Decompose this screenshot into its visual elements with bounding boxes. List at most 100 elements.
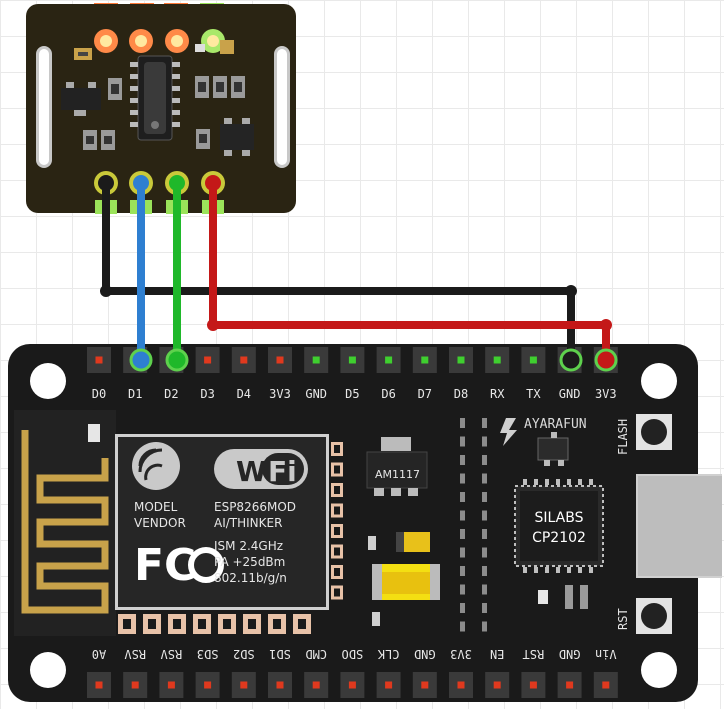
bottom-pin-label: RST	[523, 647, 545, 661]
mount-hole	[641, 363, 677, 399]
top-pin-label: GND	[559, 387, 581, 401]
module-text-5: 802.11b/g/n	[214, 571, 287, 585]
module-text-2: AI/THINKER	[214, 516, 282, 530]
nodemcu-board: FC	[8, 344, 722, 702]
bottom-pin-label: CLK	[377, 647, 399, 661]
top-pin-label: D6	[381, 387, 395, 401]
top-pin-label: D4	[237, 387, 251, 401]
sensor-top-holes	[94, 29, 225, 53]
wire-joint	[600, 319, 612, 331]
bottom-pin-label: SD1	[269, 647, 291, 661]
wire-3v3	[209, 179, 610, 364]
header-pin-dot	[602, 681, 610, 689]
bottom-pin-label: RSV	[124, 647, 146, 661]
bottom-pin-label: GND	[414, 647, 436, 661]
header-pin-dot	[348, 356, 356, 364]
fcc-logo: FC	[134, 540, 196, 591]
regulator-label: AM1117	[375, 468, 420, 481]
top-pin-label: D7	[418, 387, 432, 401]
wifi-logo-fi: Fi	[268, 455, 297, 488]
smd-pads	[460, 418, 593, 632]
bottom-header	[87, 672, 618, 698]
bottom-pin-label: SD2	[233, 647, 255, 661]
rst-label: RST	[616, 608, 630, 630]
regulator-tab	[381, 437, 411, 451]
bottom-pin-label: RSV	[161, 647, 183, 661]
wire-joint	[565, 285, 577, 297]
header-pin-dot	[529, 356, 537, 364]
header-pin-dot	[167, 681, 175, 689]
lightning-icon	[500, 418, 517, 446]
usb-chip-label-2: CP2102	[532, 530, 586, 546]
header-pin-dot	[276, 681, 284, 689]
header-pin-dot	[421, 356, 429, 364]
mount-hole	[641, 652, 677, 688]
wires	[98, 175, 618, 372]
header-pin-dot	[276, 356, 284, 364]
header-pin-dot	[204, 356, 212, 364]
bottom-pin-label: SDO	[342, 647, 364, 661]
top-pin-label: 3V3	[269, 387, 291, 401]
header-pin-dot	[95, 681, 103, 689]
bottom-pin-label: 3V3	[450, 647, 472, 661]
top-pin-label: D5	[345, 387, 359, 401]
module-text-4: PA +25dBm	[214, 555, 285, 569]
header-pin-dot	[529, 681, 537, 689]
module-model-label: MODEL	[134, 500, 178, 514]
top-pin-label: 3V3	[595, 387, 617, 401]
bottom-pin-label: SD3	[197, 647, 219, 661]
wire-joint	[100, 285, 112, 297]
module-text-3: ISM 2.4GHz	[214, 539, 283, 553]
rst-button[interactable]	[636, 598, 672, 634]
header-pin-dot	[566, 681, 574, 689]
header-pin-dot	[312, 356, 320, 364]
antenna-trace	[21, 430, 109, 614]
header-pin-dot	[95, 356, 103, 364]
module-text-1: ESP8266MOD	[214, 500, 296, 514]
header-pin-dot	[493, 356, 501, 364]
header-pin-dot	[312, 681, 320, 689]
wifi-logo-wi: Wi	[236, 455, 276, 488]
header-pin-dot	[421, 681, 429, 689]
top-pin-label: D3	[200, 387, 214, 401]
board-pcb	[8, 344, 698, 702]
header-pin-dot	[240, 681, 248, 689]
module-pads	[118, 442, 343, 634]
esp-module: FC	[115, 434, 329, 610]
bottom-pin-label: EN	[490, 647, 504, 661]
header-pin-dot	[493, 681, 501, 689]
mount-hole	[30, 363, 66, 399]
usb-chip-label-1: SILABS	[535, 510, 584, 526]
bottom-pin-label: Vin	[595, 647, 617, 661]
header-pin-dot	[131, 681, 139, 689]
sensor-components	[61, 40, 254, 156]
top-pin-label: TX	[526, 387, 541, 401]
header-pin-dot	[457, 681, 465, 689]
wire-joint	[207, 319, 219, 331]
mount-hole	[30, 652, 66, 688]
header-pin-dot	[385, 356, 393, 364]
header-pin-dot	[240, 356, 248, 364]
header-pin-dot	[204, 681, 212, 689]
top-pin-label: RX	[490, 387, 505, 401]
sensor-board	[26, 3, 296, 214]
top-pin-label: D2	[164, 387, 178, 401]
header-pin-dot	[457, 356, 465, 364]
top-pin-label: D1	[128, 387, 142, 401]
header-pin-dot	[348, 681, 356, 689]
bottom-pin-label: A0	[92, 647, 106, 661]
top-pin-label: D0	[92, 387, 106, 401]
module-vendor-label: VENDOR	[134, 516, 186, 530]
bottom-pin-label: GND	[559, 647, 581, 661]
brand-label: AYARAFUN	[524, 417, 587, 432]
regulator	[366, 451, 428, 489]
capacitor	[396, 532, 430, 552]
top-pin-label: GND	[305, 387, 327, 401]
header-pin-dot	[385, 681, 393, 689]
bottom-pin-label: CMD	[305, 647, 327, 661]
flash-button[interactable]	[636, 414, 672, 450]
top-pin-label: D8	[454, 387, 468, 401]
bottom-pin-labels: A0 RSV RSV SD3 SD2 SD1 CMD SDO CLK GND 3V3 EN RST GND…	[92, 647, 617, 661]
